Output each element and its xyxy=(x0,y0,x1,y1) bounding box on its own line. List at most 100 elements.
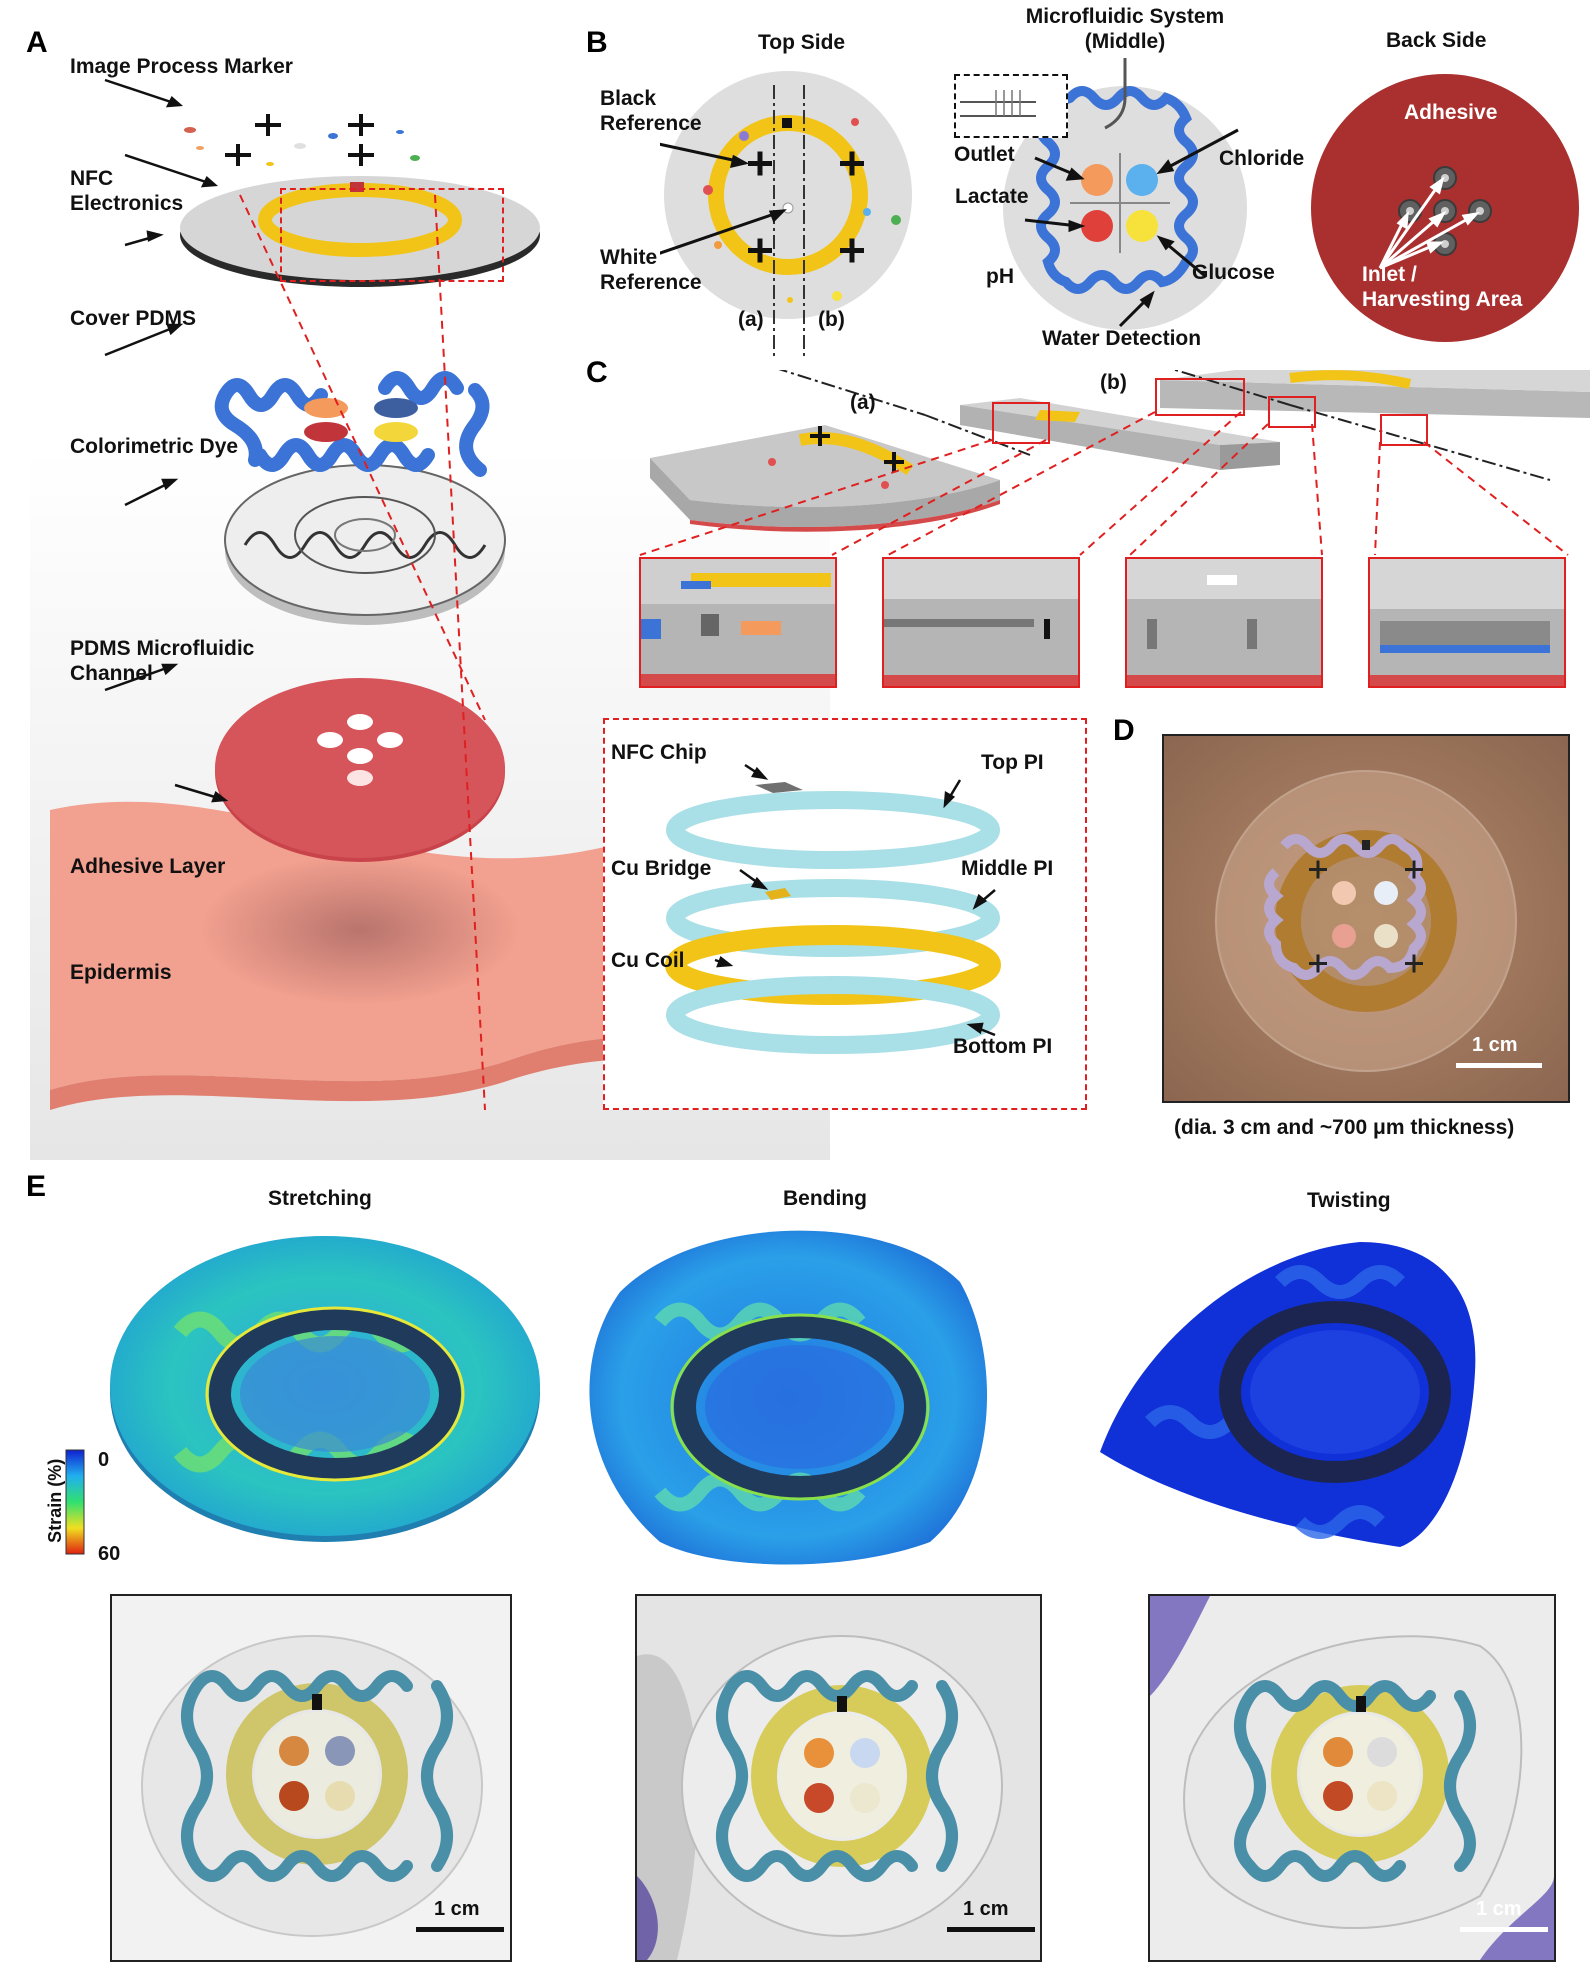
half-disc-a-marks xyxy=(810,426,904,472)
d-scale-bar xyxy=(1456,1063,1542,1068)
slab-b-front xyxy=(1160,380,1590,418)
label-black-reference: Black Reference xyxy=(600,87,702,136)
black-reference-marks xyxy=(748,151,864,263)
zoom-box-2 xyxy=(1155,378,1245,416)
title-back-side: Back Side xyxy=(1386,29,1487,52)
title-microfluidic-system: Microfluidic System (Middle) xyxy=(1025,5,1225,54)
twisting-simulation xyxy=(1100,1242,1476,1547)
slab-a-end xyxy=(1220,442,1280,470)
strain-colorbar xyxy=(65,1449,85,1555)
cross-section-diagram xyxy=(650,370,1590,532)
marker-dot xyxy=(703,185,713,195)
image-process-markers xyxy=(184,114,420,166)
slab-b-coil xyxy=(1289,370,1412,389)
nfc-highlight-box xyxy=(280,188,504,282)
device-photo-art xyxy=(1164,736,1568,1101)
adhesive-hole xyxy=(347,714,373,730)
label-lactate: Lactate xyxy=(955,185,1029,208)
bottom-pi-ring xyxy=(666,976,1000,1054)
bending-simulation xyxy=(589,1230,988,1565)
e-scale-bar-1 xyxy=(416,1927,504,1932)
serpentine-channel xyxy=(243,531,487,559)
panel-label-d: D xyxy=(1113,714,1135,747)
label-glucose: Glucose xyxy=(1192,261,1275,284)
zoom-detail-3 xyxy=(1125,557,1323,688)
label-outlet: Outlet xyxy=(954,143,1015,166)
label-image-process-marker: Image Process Marker xyxy=(70,55,293,78)
well-glucose xyxy=(1126,210,1158,242)
strain-simulations xyxy=(110,1230,1476,1565)
zoom-callout-lines xyxy=(639,411,1569,556)
adhesive-disc-top xyxy=(215,678,505,858)
well-lactate xyxy=(1081,164,1113,196)
device-photo: 1 cm xyxy=(1162,734,1570,1103)
adhesive-hole xyxy=(317,732,343,748)
top-side-diagram xyxy=(660,71,912,360)
microfluidic-arrows xyxy=(1024,128,1239,328)
zoom-box-4 xyxy=(1380,414,1428,446)
marker-dot xyxy=(891,215,901,225)
channel-ring xyxy=(294,496,436,574)
middle-pi-ring xyxy=(666,879,1000,957)
panel-label-c: C xyxy=(586,356,608,389)
label-d-caption: (dia. 3 cm and ~700 μm thickness) xyxy=(1174,1116,1515,1139)
exploded-view-diagram xyxy=(30,78,830,1160)
inset-arrows xyxy=(714,763,996,1037)
section-lines xyxy=(778,370,1551,481)
dye-lactate xyxy=(304,398,348,418)
colorbar-max: 60 xyxy=(98,1543,121,1565)
colorbar-label: Strain (%) xyxy=(45,1458,66,1543)
zoom-detail-2 xyxy=(882,557,1080,688)
marker-dot xyxy=(768,458,776,466)
dye-ph xyxy=(304,422,348,442)
marker-dot xyxy=(863,208,871,216)
marker-dot xyxy=(851,118,859,126)
label-cu-bridge: Cu Bridge xyxy=(611,857,712,880)
e-scale-label-1: 1 cm xyxy=(434,1898,480,1920)
marker-dot xyxy=(739,131,749,141)
label-section-b: (b) xyxy=(818,308,845,331)
nfc-chip xyxy=(350,182,364,192)
slab-a-front xyxy=(960,405,1220,470)
label-adhesive: Adhesive xyxy=(1404,101,1498,124)
zoom-detail-3-art xyxy=(1127,559,1321,686)
top-side-arrows xyxy=(660,142,787,255)
adhesive-hole xyxy=(377,732,403,748)
outlet-channel xyxy=(1104,58,1127,130)
zoom-detail-1-art xyxy=(641,559,835,686)
marker-dot xyxy=(832,291,842,301)
half-disc-a-top xyxy=(650,425,1000,508)
title-bending: Bending xyxy=(783,1187,867,1210)
label-middle-pi: Middle PI xyxy=(961,857,1054,880)
inlet-arrows xyxy=(1378,176,1480,270)
slab-a-top xyxy=(960,398,1280,445)
marker-dot xyxy=(881,481,889,489)
pdms-channel-disc xyxy=(224,464,506,616)
callout-line xyxy=(434,194,486,1111)
panel-label-b: B xyxy=(586,26,608,59)
e-scale-bar-3 xyxy=(1460,1927,1548,1932)
well-chloride xyxy=(1126,164,1158,196)
outlet-detail-box xyxy=(954,74,1068,138)
bending-photo: 1 cm xyxy=(635,1594,1042,1962)
dye-glucose xyxy=(374,422,418,442)
panel-label-e: E xyxy=(26,1170,47,1203)
microfluidic-diagram xyxy=(1003,58,1247,330)
label-inlet-harvesting: Inlet / Harvesting Area xyxy=(1362,263,1523,312)
d-scale-label: 1 cm xyxy=(1472,1034,1518,1056)
label-adhesive-layer: Adhesive Layer xyxy=(70,855,226,878)
callout-line xyxy=(239,194,486,721)
label-colorimetric-dye: Colorimetric Dye xyxy=(70,435,239,458)
marker-dot xyxy=(787,297,793,303)
top-side-chip xyxy=(782,118,792,128)
adhesive-hole xyxy=(347,748,373,764)
label-nfc-electronics: NFC Electronics xyxy=(70,167,184,216)
label-c-section-a: (a) xyxy=(850,391,876,414)
label-epidermis: Epidermis xyxy=(70,961,172,984)
label-ph: pH xyxy=(986,265,1014,288)
half-disc-a-side xyxy=(650,458,1000,528)
cu-coil-ring xyxy=(665,925,1001,1005)
twisting-photo: 1 cm xyxy=(1148,1594,1556,1962)
e-scale-bar-2 xyxy=(947,1927,1035,1932)
back-side-diagram xyxy=(1311,74,1579,342)
